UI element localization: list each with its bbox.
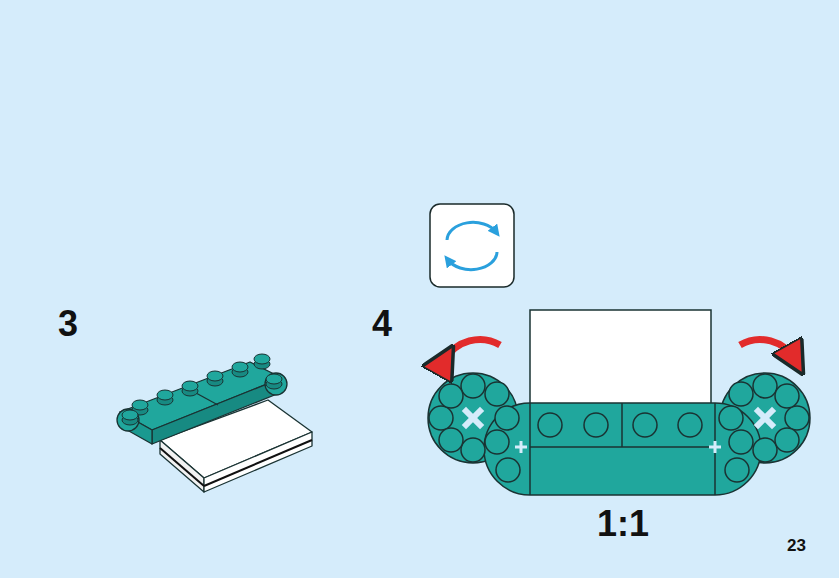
stud [725, 458, 749, 482]
step-number: 3 [58, 306, 78, 342]
stud [584, 413, 608, 437]
stud [495, 406, 519, 430]
stud [538, 413, 562, 437]
stud [429, 406, 453, 430]
stud [439, 384, 463, 408]
stud [461, 374, 485, 398]
stud [496, 458, 520, 482]
stud [254, 354, 270, 369]
stud [439, 428, 463, 452]
stud [633, 413, 657, 437]
plus-hole [515, 441, 527, 453]
stud [775, 428, 799, 452]
stud [485, 382, 509, 406]
axle-hole [466, 411, 480, 425]
step3-studs [122, 354, 282, 425]
plus-hole [709, 441, 721, 453]
stud [753, 438, 777, 462]
stud [719, 406, 743, 430]
stud [775, 384, 799, 408]
rotate-icon [430, 204, 514, 287]
step3-assembly [117, 362, 312, 492]
step-number: 4 [372, 306, 392, 342]
axle-hole [758, 411, 772, 425]
stud [729, 382, 753, 406]
step4-assembly [428, 310, 810, 495]
stud [678, 413, 702, 437]
page-number: 23 [787, 537, 806, 554]
stud [753, 374, 777, 398]
stud [785, 406, 809, 430]
stud [122, 410, 138, 425]
stud [729, 430, 753, 454]
stud [461, 438, 485, 462]
scale-label: 1:1 [597, 506, 649, 542]
step4-studs [429, 374, 809, 482]
stud [182, 381, 198, 396]
stud [157, 390, 173, 405]
stud [232, 362, 248, 377]
stud [485, 430, 509, 454]
stud [266, 374, 282, 389]
stud [207, 371, 223, 386]
